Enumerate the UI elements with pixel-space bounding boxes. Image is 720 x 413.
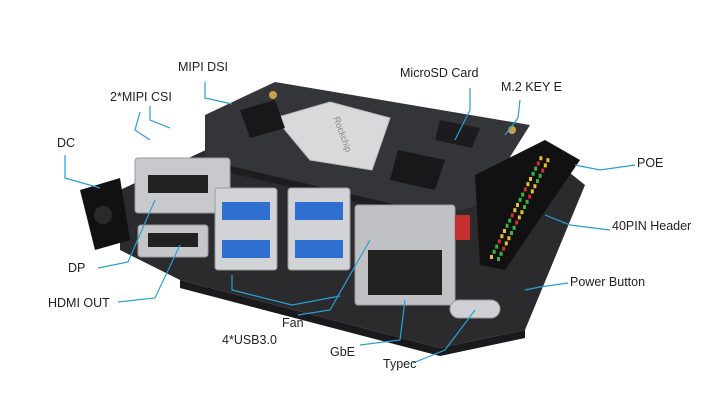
usb-ports <box>214 187 351 271</box>
header-pin <box>500 234 504 239</box>
header-pin <box>534 166 538 171</box>
header-pin <box>539 156 543 161</box>
header-pin <box>520 210 524 215</box>
header-pin <box>541 168 545 173</box>
header-pin <box>503 229 506 233</box>
header-pin <box>529 177 532 181</box>
header-pin <box>516 203 519 207</box>
header-pin <box>505 223 509 228</box>
header-pin <box>497 257 500 261</box>
header-pin <box>499 251 503 256</box>
header-pin <box>538 173 542 178</box>
header-pin <box>528 194 532 199</box>
label-hdmi-out: HDMI OUT <box>48 296 110 310</box>
header-pin <box>504 241 508 246</box>
header-pin <box>536 179 539 183</box>
header-pin <box>515 220 519 225</box>
gpio-header <box>475 140 580 270</box>
label-power-button: Power Button <box>570 275 646 289</box>
label-gbe: GbE <box>330 345 356 359</box>
label-m2: M.2 KEY E <box>501 80 562 94</box>
header-pin <box>523 187 527 192</box>
header-pin <box>523 205 526 209</box>
label-microsd: MicroSD Card <box>400 66 479 80</box>
soc-chip <box>274 101 391 171</box>
header-pin <box>517 215 521 220</box>
header-pin <box>546 158 550 163</box>
header-pin <box>502 246 506 251</box>
typec-port <box>449 299 501 319</box>
header-pin <box>490 255 493 259</box>
header-pin <box>510 231 513 235</box>
label-dp: DP <box>68 261 86 275</box>
header-pin <box>533 184 537 189</box>
header-pin <box>526 182 530 187</box>
label-mipi-csi: 2*MIPI CSI <box>110 90 172 104</box>
label-mipi-dsi: MIPI DSI <box>178 60 229 74</box>
header-pin <box>536 161 540 166</box>
header-pin <box>531 171 535 176</box>
header-pin <box>507 236 511 241</box>
leader-lines <box>64 82 636 364</box>
header-pin <box>521 192 525 197</box>
header-pin <box>518 197 522 202</box>
label-dc: DC <box>57 136 76 150</box>
header-pin <box>530 189 534 194</box>
label-usb: 4*USB3.0 <box>222 333 277 347</box>
header-pin <box>525 199 529 204</box>
header-pin <box>510 213 514 218</box>
label-fan: Fan <box>282 316 304 330</box>
label-40pin-header: 40PIN Header <box>612 219 692 233</box>
header-pin <box>512 225 516 230</box>
header-pin <box>495 244 499 249</box>
header-pin <box>543 163 547 168</box>
header-pin <box>497 239 501 244</box>
label-poe: POE <box>637 156 664 170</box>
header-pin <box>492 249 496 254</box>
header-pin <box>513 208 517 213</box>
header-pin <box>508 218 512 223</box>
label-typec: Typec <box>383 357 417 371</box>
